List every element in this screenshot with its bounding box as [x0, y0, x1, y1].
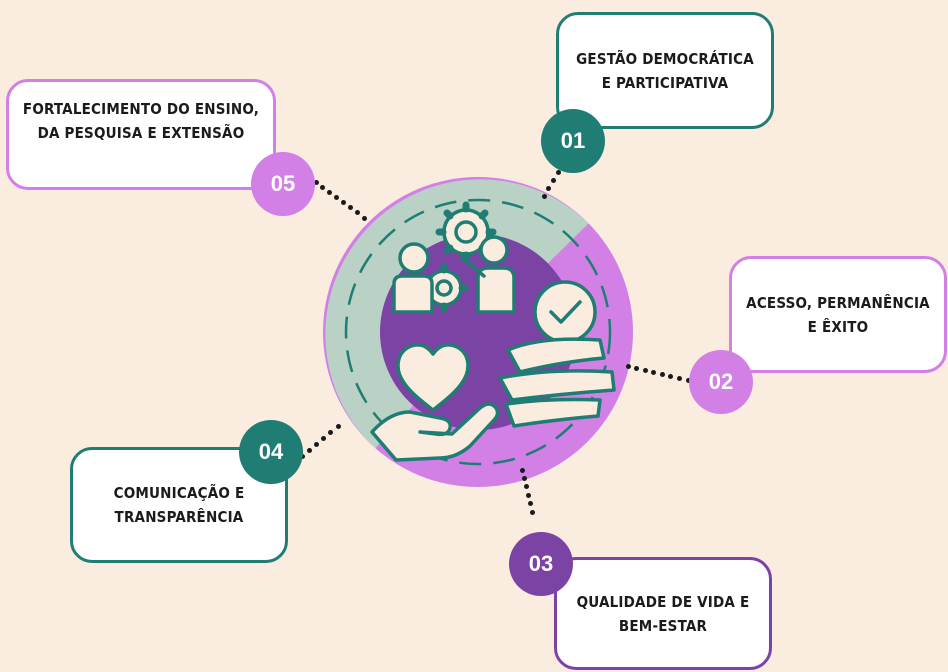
- item-badge-01: 01: [541, 109, 605, 173]
- item-label-03: QUALIDADE DE VIDA E BEM-ESTAR: [576, 592, 750, 635]
- connector-dot: [321, 435, 327, 441]
- connector-dot: [541, 193, 547, 199]
- connector-dot: [320, 184, 326, 190]
- connector-dot: [335, 423, 341, 429]
- connector-dot: [668, 373, 674, 379]
- item-label-02: ACESSO, PERMANÊNCIA E ÊXITO: [746, 293, 930, 336]
- item-box-04: COMUNICAÇÃO E TRANSPARÊNCIA: [70, 447, 288, 563]
- item-box-02: ACESSO, PERMANÊNCIA E ÊXITO: [729, 256, 947, 373]
- connector-dot: [519, 467, 525, 473]
- checkmark-hands-icon: [498, 280, 616, 428]
- connector-dot: [659, 371, 665, 377]
- connector-dot: [525, 492, 531, 498]
- connector-dot: [555, 169, 561, 175]
- connector-dot: [521, 475, 527, 481]
- connector-dot: [527, 501, 533, 507]
- item-box-03: QUALIDADE DE VIDA E BEM-ESTAR: [554, 557, 772, 670]
- connector-dot: [306, 447, 312, 453]
- dashed-ring: [344, 198, 612, 466]
- item-badge-02: 02: [689, 350, 753, 414]
- connector-dot: [550, 177, 556, 183]
- item-number-04: 04: [258, 439, 284, 464]
- connector-dot: [334, 194, 340, 200]
- connector-dot: [546, 185, 552, 191]
- item-box-05: FORTALECIMENTO DO ENSINO, DA PESQUISA E …: [6, 79, 276, 190]
- heart-in-hand-icon: [370, 343, 500, 462]
- connector-dot: [634, 365, 640, 371]
- connector-dot: [347, 205, 353, 211]
- connector-dot: [625, 363, 631, 369]
- presenter-icon: [392, 235, 516, 314]
- connector-dot: [523, 484, 529, 490]
- item-label-05: FORTALECIMENTO DO ENSINO, DA PESQUISA E …: [22, 99, 260, 142]
- connector-dot: [328, 429, 334, 435]
- connector-dot: [313, 441, 319, 447]
- item-number-01: 01: [560, 128, 586, 153]
- connector-dot: [676, 375, 682, 381]
- item-number-02: 02: [708, 369, 734, 394]
- item-badge-04: 04: [239, 420, 303, 484]
- gears-icon: [419, 201, 497, 313]
- item-box-01: GESTÃO DEMOCRÁTICA E PARTICIPATIVA: [556, 12, 774, 129]
- connector-dot: [354, 210, 360, 216]
- connector-dot: [327, 189, 333, 195]
- connector-dot: [340, 200, 346, 206]
- item-number-03: 03: [528, 551, 554, 576]
- connector-dot: [642, 367, 648, 373]
- connector-dot: [685, 377, 691, 383]
- item-badge-05: 05: [251, 152, 315, 216]
- connector-dot: [313, 179, 319, 185]
- item-number-05: 05: [270, 171, 296, 196]
- connector-dot: [361, 215, 367, 221]
- connector-dot: [651, 369, 657, 375]
- item-label-01: GESTÃO DEMOCRÁTICA E PARTICIPATIVA: [576, 49, 754, 92]
- item-label-04: COMUNICAÇÃO E TRANSPARÊNCIA: [113, 484, 245, 526]
- item-badge-03: 03: [509, 532, 573, 596]
- connector-dot: [529, 509, 535, 515]
